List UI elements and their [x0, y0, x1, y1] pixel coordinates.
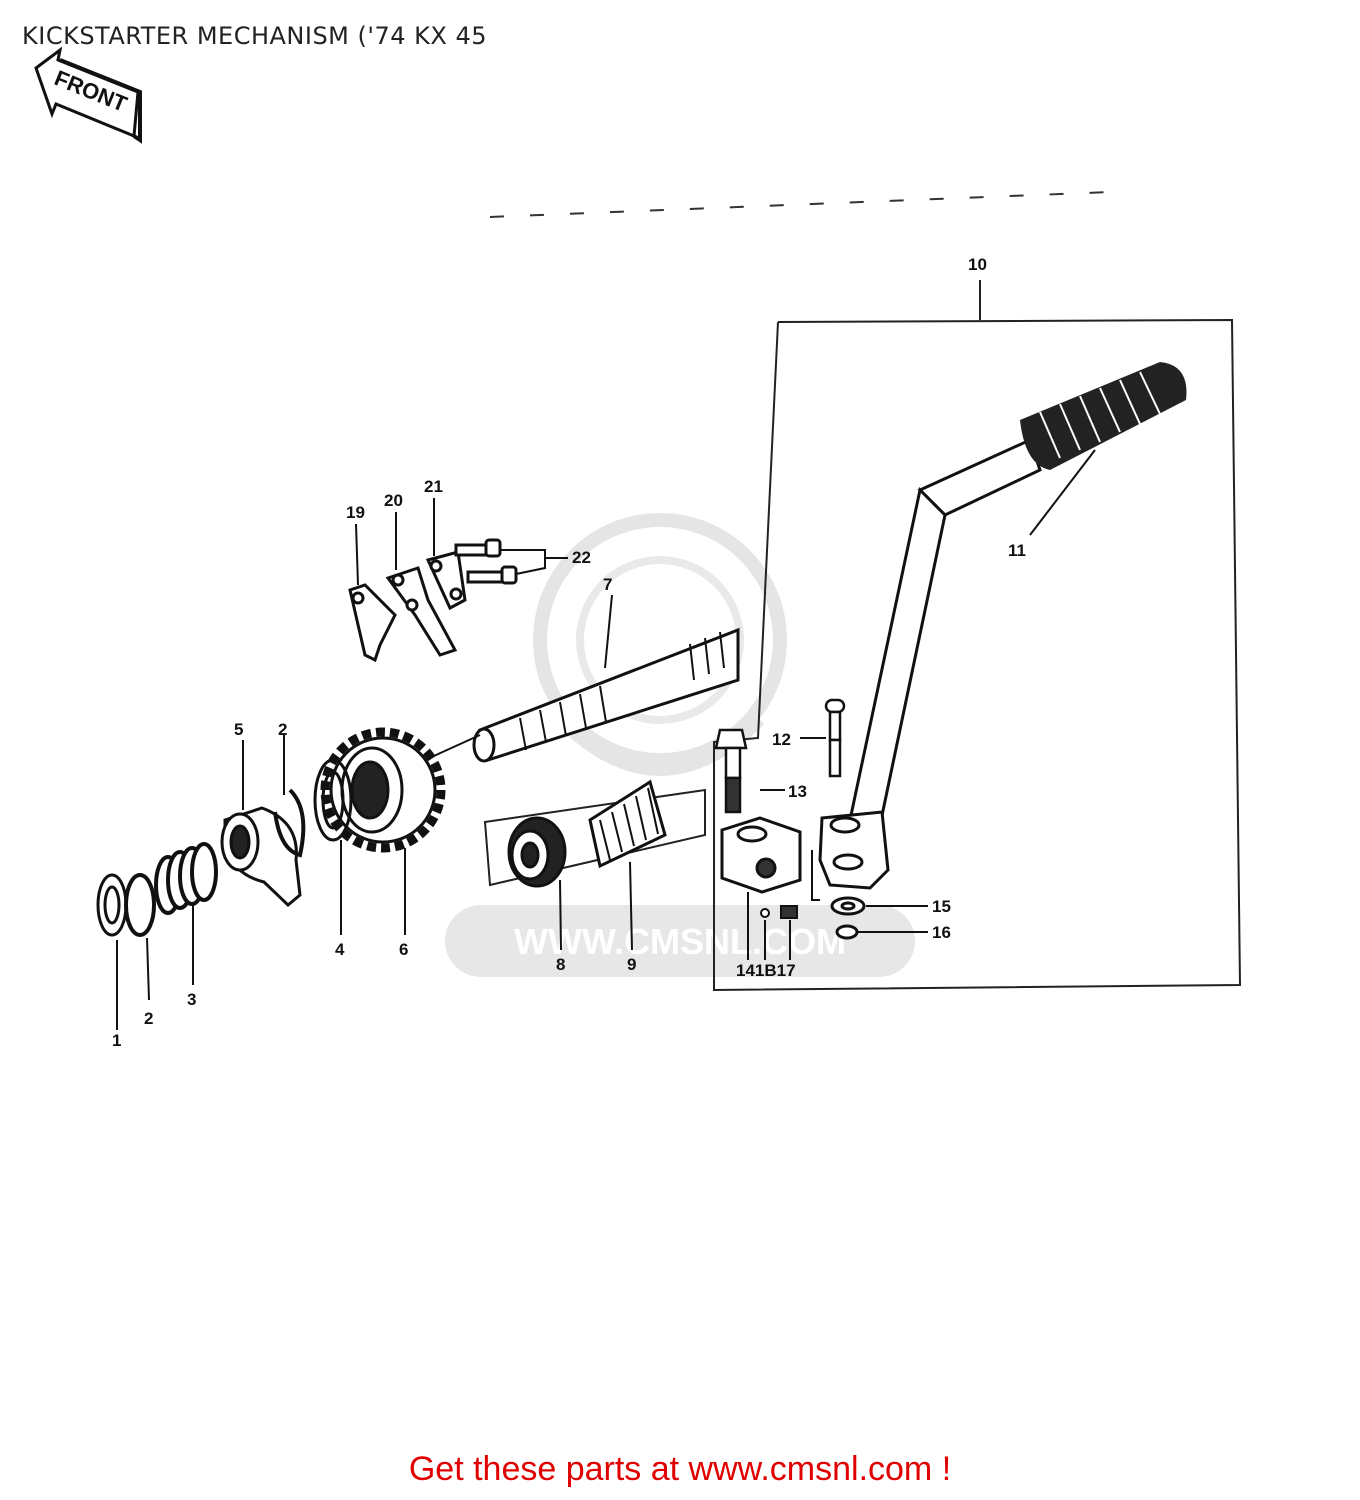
callout-7: 7: [603, 575, 612, 594]
callout-8: 8: [556, 955, 565, 974]
plate-bolts: [454, 538, 518, 585]
callout-19: 19: [346, 503, 365, 522]
circlip-lower: [124, 873, 156, 937]
page-title: KICKSTARTER MECHANISM ('74 KX 45: [22, 22, 487, 50]
kickstarter-shaft: [472, 627, 740, 763]
footer-link-text[interactable]: Get these parts at www.cmsnl.com !: [408, 1450, 952, 1488]
callout-13: 13: [788, 782, 807, 801]
leader-lines: [116, 449, 1096, 1030]
washer-15: [830, 896, 866, 916]
washer-1: [96, 873, 128, 937]
spring-guide: [507, 816, 567, 888]
callout-11: 11: [1008, 541, 1026, 560]
kick-pedal-grip: [1020, 362, 1187, 470]
spring-3: [154, 842, 218, 915]
clamp-bolt: [714, 728, 748, 814]
callout-21: 21: [424, 477, 443, 496]
callout-3: 3: [187, 990, 196, 1009]
nut-16: [835, 924, 859, 940]
callout-20: 20: [384, 491, 403, 510]
pedal-bolt: [824, 698, 846, 778]
kick-pedal-arm: [818, 437, 1042, 890]
callout-6: 6: [399, 940, 408, 959]
callout-15: 15: [932, 897, 951, 916]
small-parts: [760, 905, 798, 919]
guide-plates: [348, 550, 467, 663]
callout-4: 4: [335, 940, 345, 959]
washer-4: [313, 758, 353, 842]
kick-gear: [320, 727, 446, 853]
callout-9: 9: [627, 955, 636, 974]
callout-1: 1: [112, 1031, 121, 1050]
callout-22: 22: [572, 548, 591, 567]
callout-16: 16: [932, 923, 951, 942]
callout-5: 5: [234, 720, 243, 739]
pedal-clamp: [720, 816, 802, 894]
return-spring: [588, 779, 667, 869]
parts-diagram: WWW.CMSNL.COM FRONT: [34, 46, 1242, 1050]
ratchet: [220, 806, 302, 908]
callout-14-16-17: 141B17: [736, 961, 796, 980]
callout-12: 12: [772, 730, 791, 749]
front-arrow-icon: FRONT: [34, 46, 142, 144]
circlip-upper: [273, 788, 306, 858]
callout-2-upper: 2: [278, 720, 287, 739]
kick-pedal-assembly-box: [713, 280, 1242, 992]
callout-2-lower: 2: [144, 1009, 153, 1028]
callout-10: 10: [968, 255, 987, 274]
